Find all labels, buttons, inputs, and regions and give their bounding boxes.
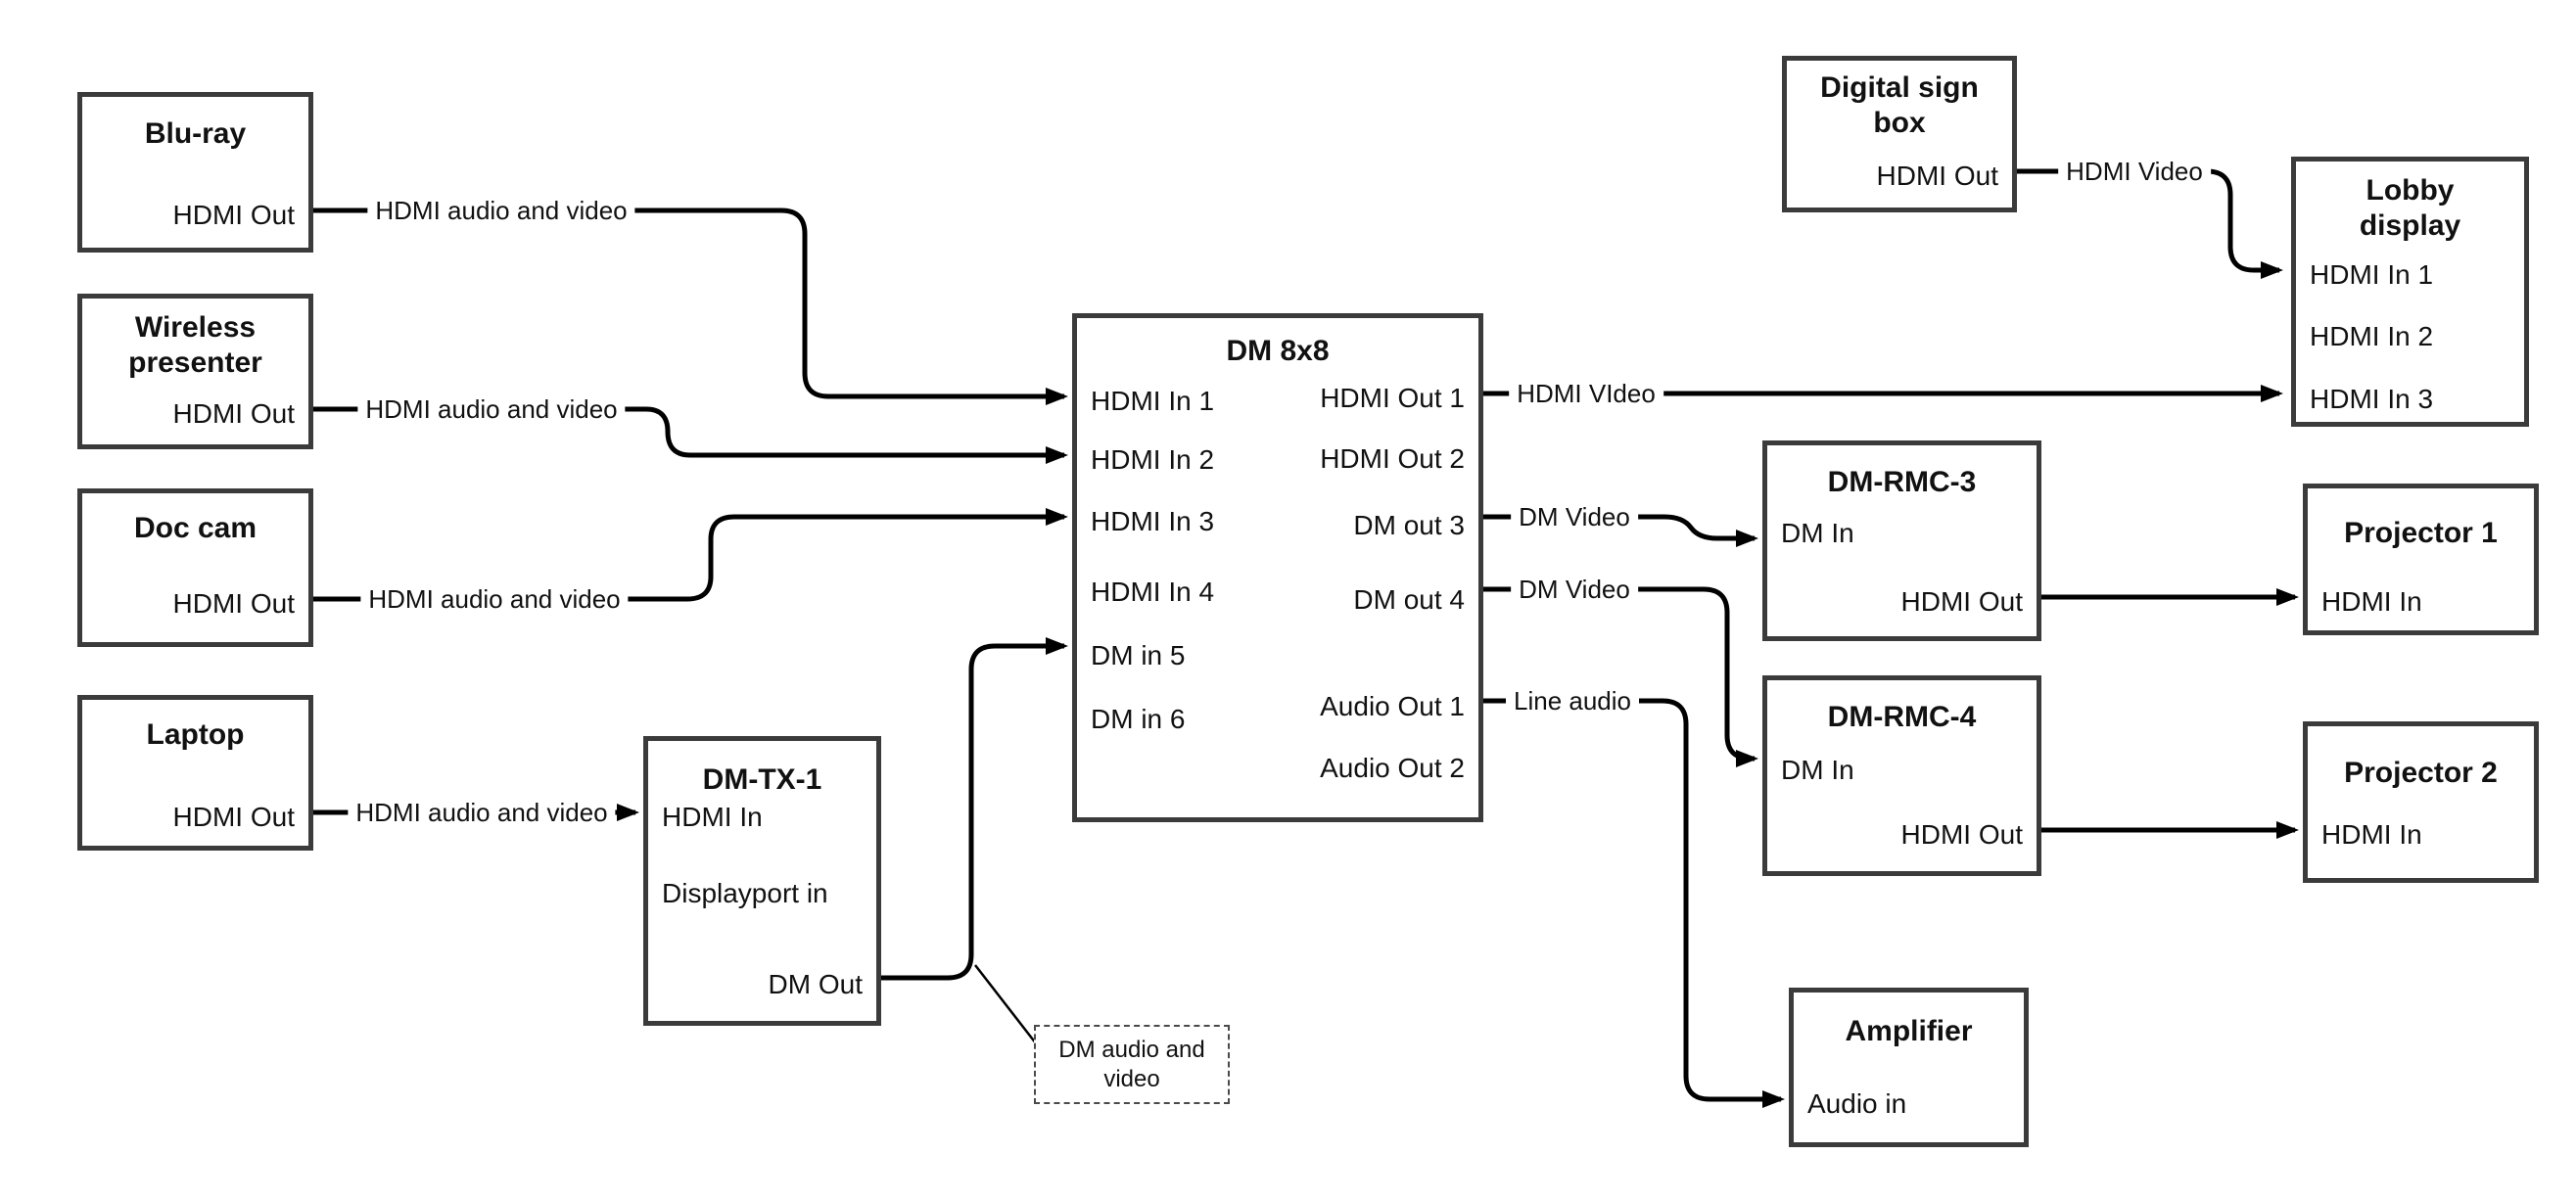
- wire-dm-out-4-to-rmc4: [1480, 586, 1758, 767]
- port-hdmi-in-4: HDMI In 4: [1091, 577, 1215, 607]
- callout-text: DM audio and video: [1058, 1036, 1205, 1092]
- port-hdmi-in: HDMI In: [2321, 586, 2422, 617]
- wire-label-hdmi-video-lobby: HDMI VIdeo: [1509, 379, 1663, 408]
- port-hdmi-out: HDMI Out: [172, 200, 295, 230]
- port-dm-in: DM In: [1781, 755, 1854, 785]
- port-dm-in-5: DM in 5: [1091, 640, 1186, 670]
- node-amplifier: Amplifier Audio in: [1789, 988, 2029, 1147]
- node-doc-cam: Doc cam HDMI Out: [77, 488, 313, 647]
- port-dm-in-6: DM in 6: [1091, 704, 1186, 734]
- node-title: Doc cam: [133, 512, 258, 544]
- port-hdmi-out-2: HDMI Out 2: [1320, 443, 1465, 474]
- node-title: DM-TX-1: [702, 763, 822, 796]
- node-title: Wireless presenter: [128, 311, 262, 379]
- port-audio-out-1: Audio Out 1: [1320, 691, 1465, 721]
- callout-leader-line: [974, 964, 1037, 1044]
- port-dm-out-3: DM out 3: [1353, 510, 1465, 540]
- node-bluray: Blu-ray HDMI Out: [77, 92, 313, 253]
- node-title: Laptop: [146, 718, 245, 751]
- node-projector-1: Projector 1 HDMI In: [2303, 484, 2539, 635]
- node-title: DM 8x8: [1226, 335, 1330, 367]
- wire-label-hdmi-audio-video-4: HDMI audio and video: [348, 798, 616, 827]
- node-projector-2: Projector 2 HDMI In: [2303, 721, 2539, 883]
- port-hdmi-in-1: HDMI In 1: [2310, 259, 2434, 290]
- port-audio-out-2: Audio Out 2: [1320, 753, 1465, 783]
- wire-label-hdmi-audio-video-3: HDMI audio and video: [360, 584, 629, 614]
- node-title: DM-RMC-4: [1827, 701, 1977, 733]
- node-laptop: Laptop HDMI Out: [77, 695, 313, 851]
- node-title: DM-RMC-3: [1827, 466, 1977, 498]
- port-audio-in: Audio in: [1807, 1088, 1907, 1119]
- port-hdmi-in-1: HDMI In 1: [1091, 386, 1215, 416]
- node-digital-sign-box: Digital sign box HDMI Out: [1782, 56, 2017, 212]
- port-hdmi-in-2: HDMI In 2: [2310, 321, 2434, 351]
- port-hdmi-out: HDMI Out: [172, 588, 295, 619]
- node-dm-8x8: DM 8x8 HDMI In 1 HDMI In 2 HDMI In 3 HDM…: [1072, 313, 1483, 822]
- wire-label-hdmi-audio-video-2: HDMI audio and video: [357, 394, 626, 424]
- wire-audio-out-1-to-amplifier: [1480, 698, 1785, 1108]
- callout-dm-audio-and-video: DM audio and video: [1034, 1025, 1230, 1104]
- wire-wireless-to-hdmi-in-2: [313, 406, 1068, 464]
- port-hdmi-in: HDMI In: [662, 802, 763, 832]
- wire-dmtx1-to-dm-in-5: [881, 637, 1068, 981]
- wire-bluray-to-hdmi-in-1: [313, 208, 1068, 405]
- port-hdmi-in-3: HDMI In 3: [2310, 384, 2434, 414]
- wire-label-dm-video-2: DM Video: [1511, 575, 1638, 604]
- port-hdmi-in-2: HDMI In 2: [1091, 444, 1215, 475]
- port-hdmi-out-1: HDMI Out 1: [1320, 383, 1465, 413]
- port-hdmi-out: HDMI Out: [1900, 586, 2023, 617]
- node-lobby-display: Lobby display HDMI In 1 HDMI In 2 HDMI I…: [2291, 157, 2529, 427]
- node-title: Projector 2: [2344, 757, 2498, 789]
- wire-dm-out-3-to-rmc3: [1480, 514, 1758, 547]
- wire-label-hdmi-audio-video-1: HDMI audio and video: [367, 196, 635, 225]
- node-title: Digital sign box: [1820, 71, 1979, 139]
- node-title: Amplifier: [1845, 1015, 1973, 1047]
- node-wireless-presenter: Wireless presenter HDMI Out: [77, 294, 313, 449]
- wire-doccam-to-hdmi-in-3: [313, 508, 1068, 602]
- port-hdmi-in-3: HDMI In 3: [1091, 506, 1215, 536]
- node-title: Blu-ray: [144, 117, 247, 150]
- port-displayport-in: Displayport in: [662, 878, 828, 908]
- port-dm-in: DM In: [1781, 518, 1854, 548]
- port-hdmi-out: HDMI Out: [1876, 161, 1998, 191]
- node-title: Projector 1: [2344, 517, 2498, 549]
- node-dm-rmc-3: DM-RMC-3 DM In HDMI Out: [1762, 440, 2041, 641]
- node-dm-tx-1: DM-TX-1 HDMI In Displayport in DM Out: [643, 736, 881, 1026]
- node-dm-rmc-4: DM-RMC-4 DM In HDMI Out: [1762, 675, 2041, 876]
- port-dm-out: DM Out: [768, 969, 863, 999]
- wire-label-hdmi-video-sign: HDMI Video: [2058, 157, 2211, 186]
- wire-sign-to-lobby: [2017, 168, 2283, 279]
- port-dm-out-4: DM out 4: [1353, 584, 1465, 615]
- wire-label-line-audio: Line audio: [1506, 686, 1639, 716]
- port-hdmi-out: HDMI Out: [172, 802, 295, 832]
- port-hdmi-in: HDMI In: [2321, 819, 2422, 850]
- port-hdmi-out: HDMI Out: [172, 398, 295, 429]
- node-title: Lobby display: [2359, 174, 2461, 242]
- wire-label-dm-video-1: DM Video: [1511, 502, 1638, 531]
- port-hdmi-out: HDMI Out: [1900, 819, 2023, 850]
